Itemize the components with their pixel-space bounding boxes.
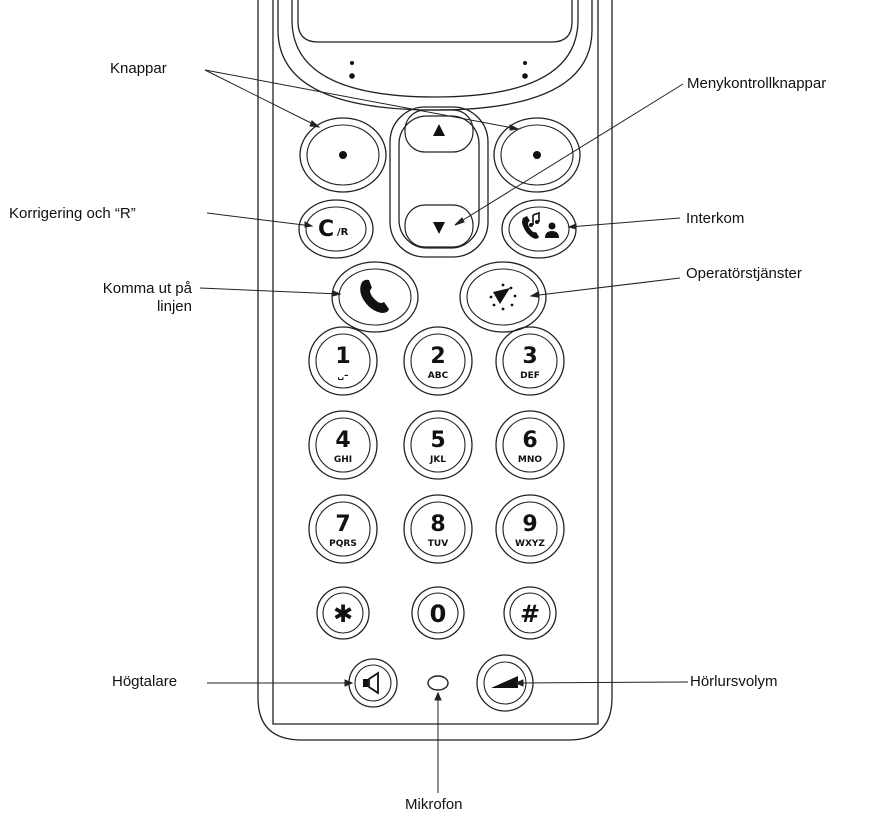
- key-digit: 5: [430, 428, 445, 453]
- nav-up-button[interactable]: [404, 109, 474, 153]
- label-knappar: Knappar: [110, 60, 167, 77]
- volume-wedge-icon: [491, 676, 518, 688]
- correction-r-button[interactable]: C /R: [298, 199, 374, 259]
- key-letters: WXYZ: [515, 539, 545, 549]
- key-hash[interactable]: #: [503, 586, 557, 640]
- label-interkom: Interkom: [686, 210, 745, 227]
- key-digit: #: [520, 600, 540, 628]
- key-star[interactable]: ✱: [316, 586, 370, 640]
- operator-services-button[interactable]: [459, 261, 547, 333]
- speaker-icon: [363, 671, 379, 695]
- label-komma-ut-line2: linjen: [156, 298, 192, 315]
- triangle-up-icon: [433, 124, 445, 136]
- label-korrigering: Korrigering och “R”: [9, 205, 136, 222]
- key-digit: 4: [335, 428, 350, 453]
- operator-services-icon: [489, 283, 517, 311]
- key-letters: ␣–: [338, 371, 349, 381]
- call-button[interactable]: [331, 261, 419, 333]
- key-digit: 1: [335, 344, 350, 369]
- label-mikrofon: Mikrofon: [405, 796, 463, 813]
- leader-lines: [199, 69, 689, 793]
- key-digit: 2: [430, 344, 445, 369]
- dot-icon: [339, 151, 347, 159]
- key-letters: DEF: [520, 371, 540, 381]
- triangle-down-icon: [433, 222, 445, 234]
- softkey-right[interactable]: [493, 117, 581, 193]
- key-0[interactable]: 0: [411, 586, 465, 640]
- display-housing: [277, 0, 593, 111]
- handset-outline: [257, 0, 613, 741]
- display-housing-inner: [291, 0, 579, 98]
- svg-text:/R: /R: [337, 227, 349, 238]
- key-letters: PQRS: [329, 539, 357, 549]
- nav-down-button[interactable]: [404, 204, 474, 248]
- key-digit: 8: [430, 512, 445, 537]
- key-digit: 9: [522, 512, 537, 537]
- label-operatorstjanster: Operatörstjänster: [686, 265, 802, 282]
- key-digit: 0: [430, 600, 447, 628]
- handset-icon: [360, 279, 389, 313]
- display-window: [297, 0, 573, 43]
- key-1[interactable]: 1 ␣–: [308, 326, 378, 396]
- key-digit: 7: [335, 512, 350, 537]
- softkey-left[interactable]: [299, 117, 387, 193]
- intercom-icon: [522, 211, 559, 239]
- microphone-hole-icon: [427, 675, 449, 691]
- dot-icon: [533, 151, 541, 159]
- key-digit: 6: [522, 428, 537, 453]
- label-horlursvolym: Hörlursvolym: [690, 673, 778, 690]
- speaker-button[interactable]: [348, 658, 398, 708]
- key-letters: GHI: [334, 455, 352, 465]
- intercom-button[interactable]: [501, 199, 577, 259]
- key-letters: ABC: [428, 371, 449, 381]
- key-letters: MNO: [518, 455, 542, 465]
- label-komma-ut-line1: Komma ut på: [102, 280, 192, 297]
- key-digit: 3: [522, 344, 537, 369]
- label-komma-ut: Komma ut på linjen: [40, 280, 192, 316]
- label-hogtalare: Högtalare: [112, 673, 178, 690]
- key-letters: TUV: [428, 539, 448, 549]
- label-menykontrollknappar: Menykontrollknappar: [687, 75, 827, 92]
- key-digit: ✱: [333, 600, 353, 628]
- handset-inner-outline: [272, 0, 599, 725]
- navigation-key[interactable]: [389, 106, 489, 258]
- correction-icon: C: [318, 217, 334, 242]
- key-letters: JKL: [429, 455, 446, 465]
